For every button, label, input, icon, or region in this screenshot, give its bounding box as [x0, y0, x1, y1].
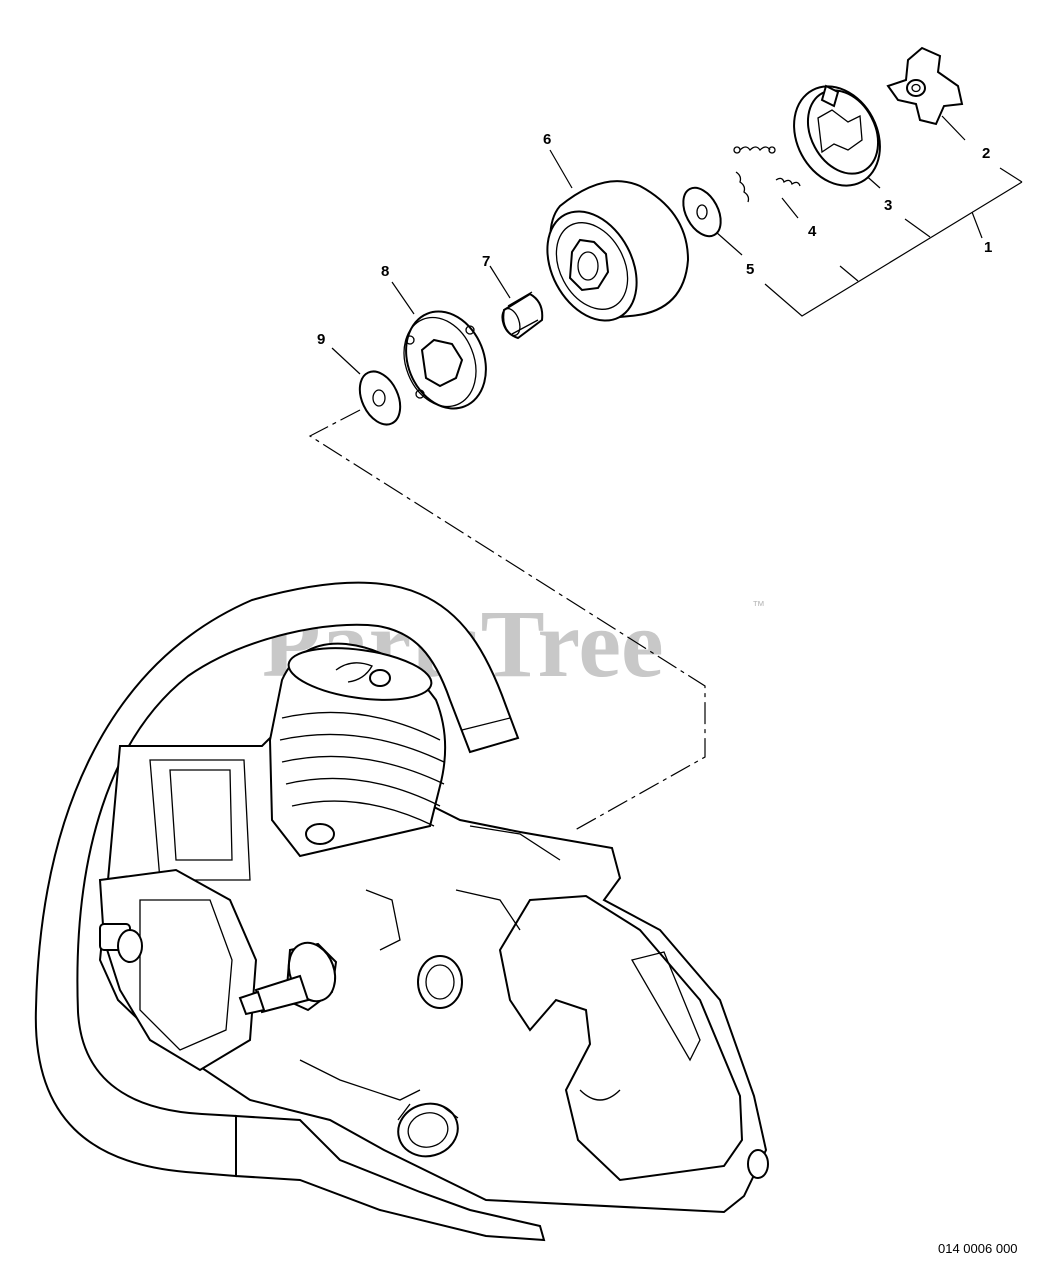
callout-2: 2 — [982, 145, 990, 162]
clutch-spring-parts — [733, 146, 801, 203]
clutch-shoe-part — [793, 84, 881, 187]
callout-labels: 1 2 3 4 5 6 7 8 9 — [317, 131, 992, 348]
clutch-drum-part — [546, 180, 690, 322]
oil-pump-drive-part — [403, 310, 487, 410]
assembly-axis-line — [308, 409, 706, 831]
callout-1: 1 — [984, 239, 992, 256]
needle-bearing-part — [501, 291, 544, 340]
callout-8: 8 — [381, 263, 389, 280]
chainsaw-powerhead — [34, 581, 769, 1242]
watermark-trademark: ™ — [752, 598, 765, 613]
clutch-hub-part — [886, 46, 964, 126]
callout-3: 3 — [884, 197, 892, 214]
washer-part-9 — [358, 370, 402, 426]
callout-5: 5 — [746, 261, 754, 278]
drawing-code: 014 0006 000 — [938, 1241, 1018, 1256]
callout-6: 6 — [543, 131, 551, 148]
callout-7: 7 — [482, 253, 490, 270]
callout-4: 4 — [808, 223, 817, 240]
callout-9: 9 — [317, 331, 325, 348]
washer-part-5 — [682, 186, 722, 238]
assembly-bracket — [764, 167, 1023, 317]
